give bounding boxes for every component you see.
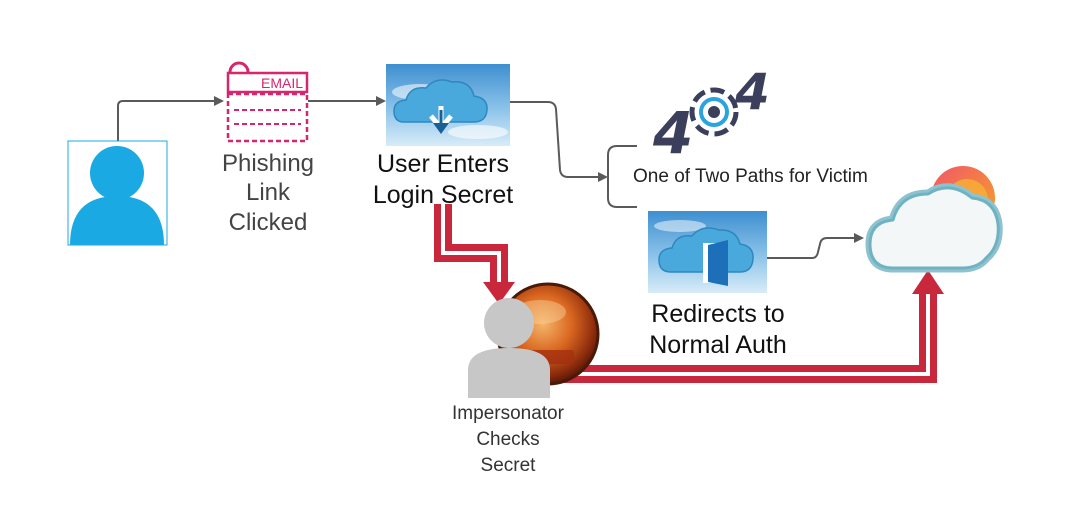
redirect-node-label: Redirects to Normal Auth: [628, 299, 808, 360]
impersonator-label-line-3: Secret: [480, 455, 536, 477]
email-node-label: Phishing Link Clicked: [208, 149, 328, 237]
cloud-upload-icon: [386, 64, 510, 146]
paths-label-text: One of Two Paths for Victim: [633, 166, 868, 187]
email-badge-text: EMAIL: [261, 75, 303, 91]
impersonator-node-label: Impersonator Checks Secret: [433, 401, 583, 480]
attack-arrow-impersonator-to-cloud: [548, 270, 944, 383]
login-label-line-1: User Enters: [377, 150, 509, 178]
connector-split-bracket: [607, 145, 637, 208]
cloud-door-icon: [648, 211, 767, 293]
redirect-label-line-1: Redirects to: [651, 300, 785, 328]
error-404-right-digit: 4: [734, 63, 770, 121]
auth-cloud-icon: [865, 166, 1003, 273]
redirect-label-line-2: Normal Auth: [649, 330, 787, 359]
impersonator-label-line-1: Impersonator: [452, 403, 564, 424]
connector-redirect-to-cloud: [766, 233, 864, 259]
impersonator-label-line-2: Checks: [476, 429, 540, 451]
error-404-icon: 4 4: [652, 63, 770, 167]
connector-login-to-paths: [510, 101, 608, 182]
error-404-left-digit: 4: [652, 99, 693, 167]
user-icon: [67, 140, 168, 246]
email-label-line-1: Phishing: [221, 150, 315, 177]
login-label-line-2: Login Secret: [372, 180, 514, 209]
email-label-line-3: Clicked: [228, 208, 308, 236]
paths-label: One of Two Paths for Victim: [633, 165, 913, 188]
email-icon: EMAIL: [226, 61, 309, 143]
connector-user-to-email: [117, 96, 224, 142]
attack-arrow-login-to-impersonator: [434, 204, 515, 304]
impersonator-icon: [468, 282, 600, 398]
login-node-label: User Enters Login Secret: [358, 149, 528, 210]
email-label-line-2: Link: [245, 179, 291, 207]
